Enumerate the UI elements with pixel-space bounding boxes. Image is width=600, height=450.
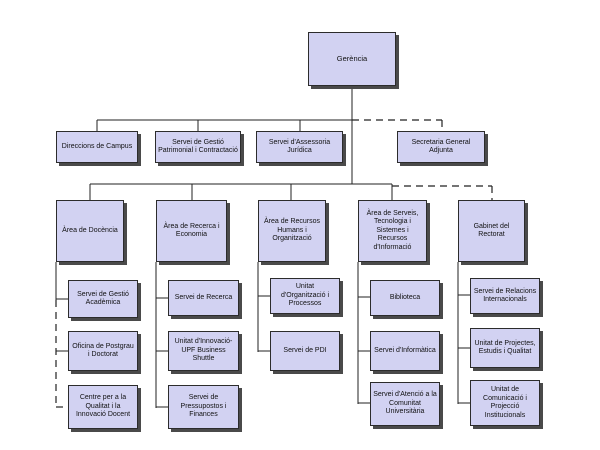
node-unit-projectes-qualitat: Unitat de Projectes, Estudis i Qualitat <box>470 328 540 368</box>
node-unit-postgrau: Oficina de Postgrau i Doctorat <box>68 331 138 371</box>
node-unit-gestio-academica: Servei de Gestió Acadèmica <box>68 280 138 318</box>
node-label: Àrea de Docència <box>62 226 118 234</box>
node-label: Servei d'Atenció a la Comunitat Universi… <box>373 391 437 416</box>
node-unit-comunicacio: Unitat de Comunicació i Projecció Instit… <box>470 380 540 426</box>
node-gabinet-rectorat: Gabinet del Rectorat <box>458 200 525 262</box>
node-unit-qualitat-docent: Centre per a la Qualitat i la Innovació … <box>68 385 138 429</box>
node-label: Servei de Gestió Patrimonial i Contracta… <box>158 138 238 155</box>
node-unit-pdi: Servei de PDI <box>270 331 340 371</box>
node-label: Àrea de Recerca i Economia <box>163 222 220 239</box>
node-servei-patrimonial: Servei de Gestió Patrimonial i Contracta… <box>155 131 241 163</box>
node-label: Servei de Gestió Acadèmica <box>77 290 129 307</box>
node-label: Centre per a la Qualitat i la Innovació … <box>75 394 131 419</box>
node-unit-organitzacio: Unitat d'Organització i Processos <box>270 278 340 314</box>
node-unit-atencio-comunitat: Servei d'Atenció a la Comunitat Universi… <box>370 382 440 426</box>
node-label: Unitat de Projectes, Estudis i Qualitat <box>474 339 536 356</box>
node-label: Servei d'Informàtica <box>374 346 436 354</box>
node-unit-informatica: Servei d'Informàtica <box>370 331 440 371</box>
node-area-docencia: Àrea de Docència <box>56 200 124 262</box>
node-unit-pressupostos: Servei de Pressupostos i Finances <box>168 385 239 429</box>
node-unit-biblioteca: Biblioteca <box>370 280 440 316</box>
node-label: Gabinet del Rectorat <box>473 222 510 239</box>
node-area-recerca: Àrea de Recerca i Economia <box>156 200 227 262</box>
node-label: Secretaria General Adjunta <box>411 138 471 155</box>
node-label: Servei de Recerca <box>174 293 233 301</box>
node-direccions-campus: Direccions de Campus <box>56 131 138 163</box>
node-unit-innovacio: Unitat d'Innovació-UPF Business Shuttle <box>168 331 239 371</box>
node-label: Unitat d'Innovació-UPF Business Shuttle <box>174 338 233 363</box>
node-gerencia-label: Gerència <box>336 53 368 63</box>
node-label: Unitat d'Organització i Processos <box>280 283 330 308</box>
node-servei-assessoria: Servei d'Assessoria Jurídica <box>256 131 343 163</box>
node-label: Servei de Relacions Internacionals <box>473 287 537 304</box>
node-unit-relacions-internacionals: Servei de Relacions Internacionals <box>470 278 540 314</box>
node-label: Biblioteca <box>389 293 421 301</box>
node-label: Servei de Pressupostos i Finances <box>180 394 227 419</box>
node-area-serveis: Àrea de Serveis, Tecnologia i Sistemes i… <box>358 200 427 262</box>
node-label: Unitat de Comunicació i Projecció Instit… <box>483 386 527 419</box>
node-unit-servei-recerca: Servei de Recerca <box>168 280 239 316</box>
node-label: Àrea de Recursos Humans i Organització <box>263 218 321 243</box>
node-label: Servei de PDI <box>283 346 327 354</box>
node-label: Direccions de Campus <box>61 142 133 150</box>
node-gerencia: Gerència <box>308 32 396 86</box>
node-label: Servei d'Assessoria Jurídica <box>268 138 331 155</box>
node-secretaria-general: Secretaria General Adjunta <box>397 131 485 163</box>
node-label: Oficina de Postgrau i Doctorat <box>72 342 134 359</box>
node-label: Àrea de Serveis, Tecnologia i Sistemes i… <box>366 209 419 251</box>
node-area-rrhh: Àrea de Recursos Humans i Organització <box>258 200 326 262</box>
